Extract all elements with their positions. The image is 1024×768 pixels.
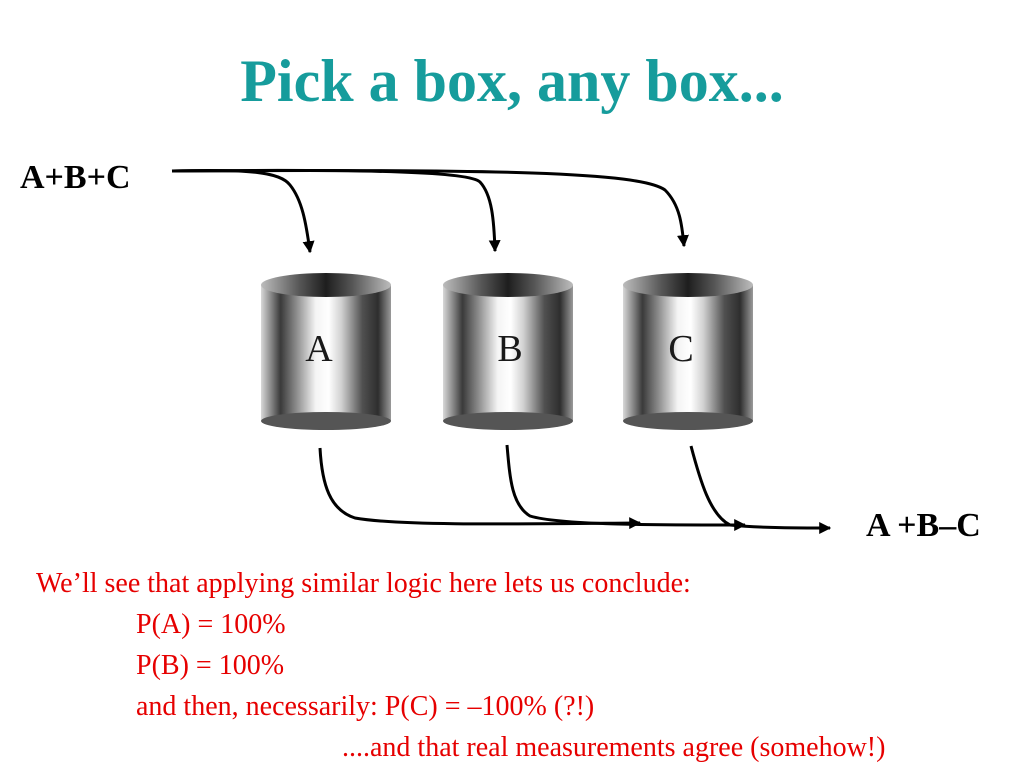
- slide-title: Pick a box, any box...: [240, 48, 784, 114]
- input-arrow-a: [171, 168, 315, 254]
- output-label: A +B–C: [866, 507, 981, 544]
- conclusion-final: ....and that real measurements agree (so…: [342, 732, 886, 763]
- box-b[interactable]: B: [443, 273, 573, 430]
- box-a[interactable]: A: [261, 273, 391, 430]
- box-b-label: B: [497, 328, 522, 370]
- probability-c: and then, necessarily: P(C) = –100% (?!): [136, 691, 595, 722]
- box-a-label: A: [305, 328, 333, 370]
- input-arrows: [171, 168, 689, 254]
- input-arrow-c: [171, 168, 689, 248]
- probability-a: P(A) = 100%: [136, 609, 286, 640]
- box-c-label: C: [668, 328, 693, 370]
- box-c[interactable]: C: [623, 273, 753, 430]
- input-label: A+B+C: [20, 159, 131, 196]
- probability-b: P(B) = 100%: [136, 650, 285, 681]
- output-arrow-b: [505, 444, 747, 531]
- conclusion-block: We’ll see that applying similar logic he…: [36, 563, 691, 727]
- output-arrow-a: [318, 447, 642, 530]
- conclusion-intro: We’ll see that applying similar logic he…: [36, 568, 691, 599]
- output-arrows: [318, 444, 832, 534]
- input-arrow-b: [171, 168, 501, 253]
- output-arrow-c: [689, 445, 832, 534]
